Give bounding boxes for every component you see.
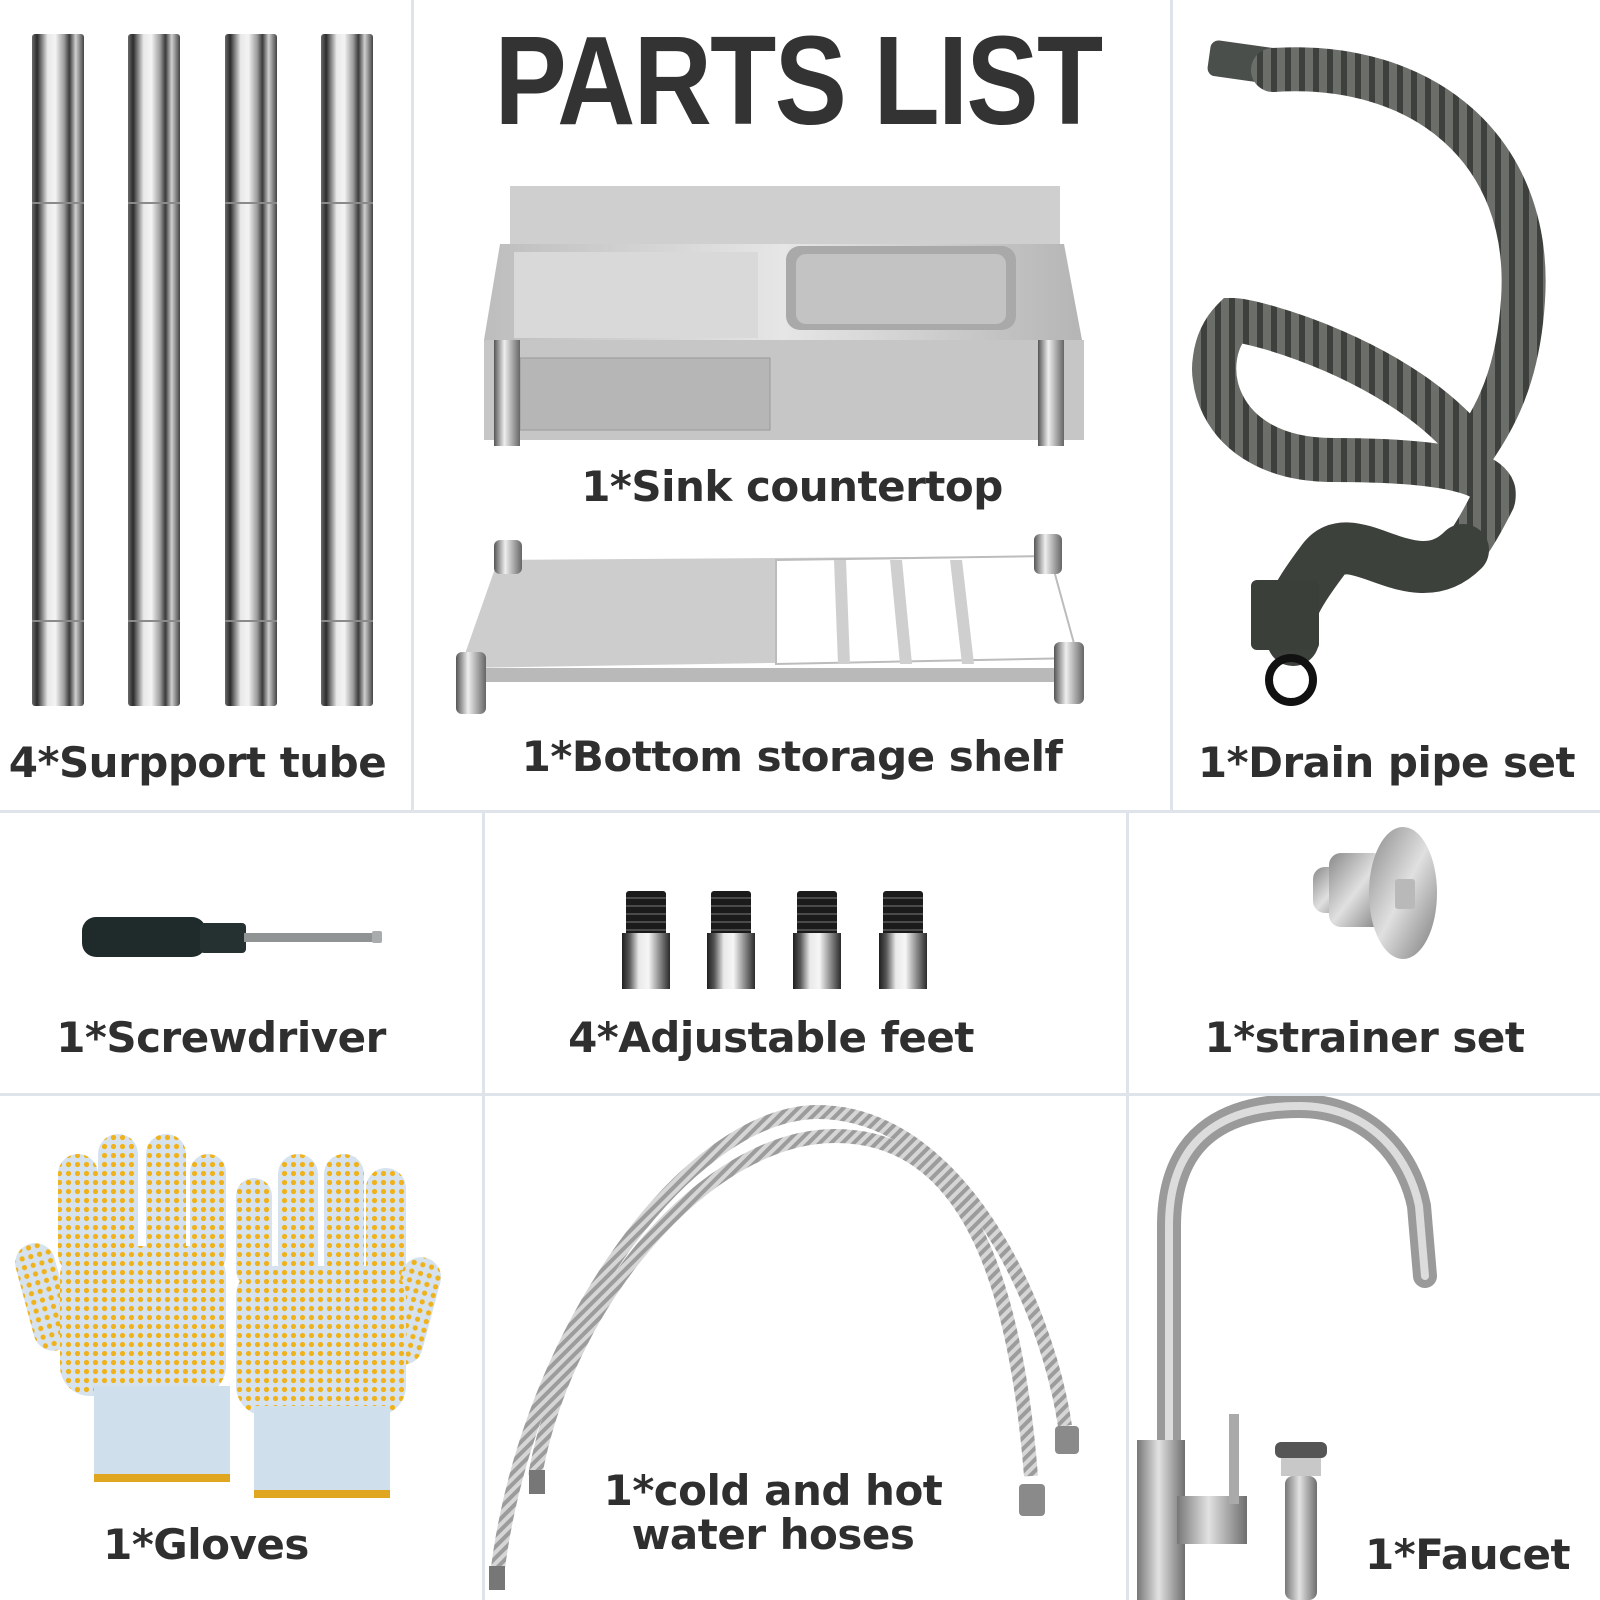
part-drain-pipe-set: 1*Drain pipe set [1173,0,1600,810]
part-support-tube: 4*Surpport tube [0,0,411,810]
screwdriver-label: 1*Screwdriver [56,1013,386,1062]
sink-countertop-image [484,186,1084,446]
adjustable-feet-label: 4*Adjustable feet [568,1013,974,1062]
screwdriver-image [82,917,382,957]
water-hoses-label-line1: 1*cold and hot [603,1466,943,1515]
divider-h2 [0,1093,1600,1096]
drain-pipe-set-label: 1*Drain pipe set [1197,738,1576,787]
water-hoses-image [489,1104,1079,1590]
divider-h1 [0,810,1600,813]
page-title: PARTS LIST [494,10,1104,151]
gloves-image [15,1134,442,1498]
part-screwdriver: 1*Screwdriver [0,813,482,1093]
part-faucet: 1*Faucet [1129,1096,1600,1600]
divider-row2-b [1126,811,1129,1600]
support-tube-label: 4*Surpport tube [8,738,387,787]
part-strainer-set: 1*strainer set [1129,813,1600,1093]
water-hoses-label-line2: water hoses [631,1510,915,1559]
divider-row1-a [411,0,414,811]
faucet-label: 1*Faucet [1365,1530,1571,1579]
strainer-image [1313,827,1437,959]
divider-row2-a [482,811,485,1600]
bottom-storage-shelf-label: 1*Bottom storage shelf [521,732,1063,781]
part-sink-countertop: 1*Sink countertop 1*Bottom storage shelf [414,0,1170,810]
part-gloves: 1*Gloves [0,1096,482,1600]
drain-pipe-image [1192,40,1546,706]
sink-countertop-label: 1*Sink countertop [581,462,1003,511]
divider-row1-b [1170,0,1173,811]
gloves-label: 1*Gloves [103,1520,309,1569]
part-water-hoses: 1*cold and hot water hoses [485,1096,1126,1600]
bottom-storage-shelf-image [456,534,1084,714]
faucet-image [1137,1096,1437,1600]
part-adjustable-feet: 4*Adjustable feet [485,813,1126,1093]
strainer-set-label: 1*strainer set [1204,1013,1526,1062]
